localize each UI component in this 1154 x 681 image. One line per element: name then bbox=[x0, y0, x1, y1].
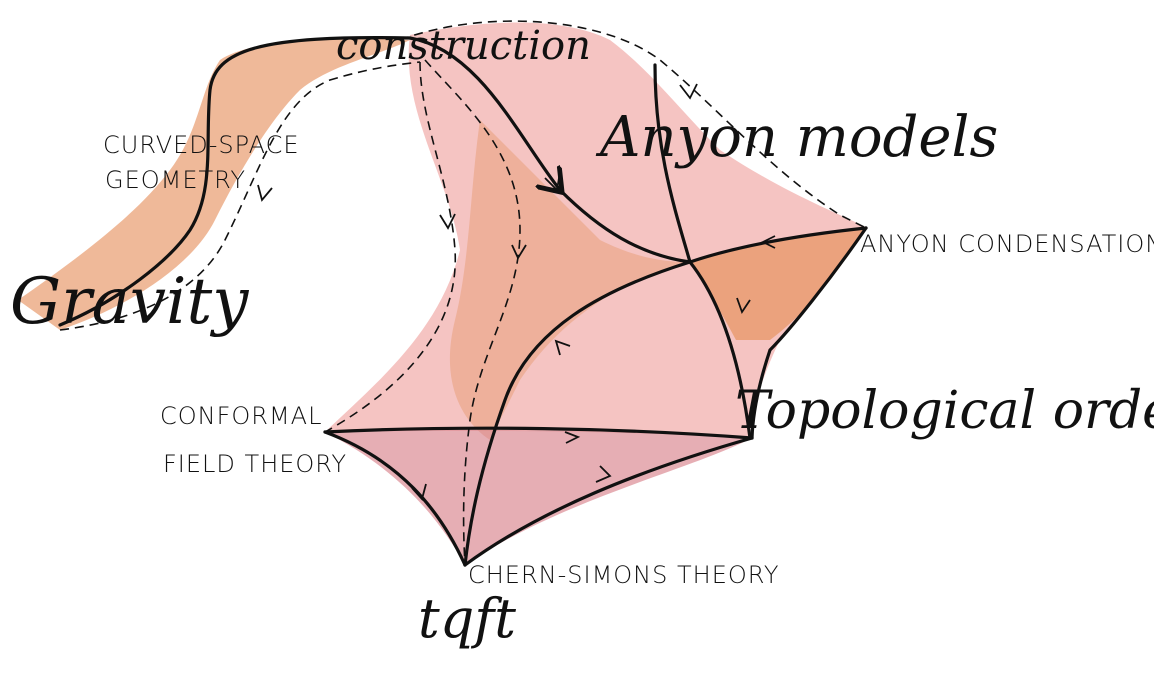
upper-sheet-fill bbox=[325, 23, 868, 439]
label-conformal-line2: FIELD THEORY bbox=[163, 452, 347, 476]
label-curved-space-line2: GEOMETRY bbox=[105, 168, 246, 192]
label-anyon-condensation: ANYON CONDENSATION bbox=[860, 232, 1154, 256]
label-tqft: tqft bbox=[418, 592, 516, 646]
label-gravity: Gravity bbox=[10, 270, 248, 334]
label-conformal-line1: CONFORMAL bbox=[160, 404, 322, 428]
label-topological-order: Topological order bbox=[735, 385, 1154, 437]
label-anyon-models: Anyon models bbox=[600, 110, 998, 166]
label-chern-simons: CHERN-SIMONS THEORY bbox=[468, 563, 780, 587]
label-curved-space-line1: CURVED-SPACE bbox=[103, 133, 300, 157]
label-construction: construction bbox=[336, 26, 591, 66]
lower-sheet-fill bbox=[325, 430, 752, 565]
